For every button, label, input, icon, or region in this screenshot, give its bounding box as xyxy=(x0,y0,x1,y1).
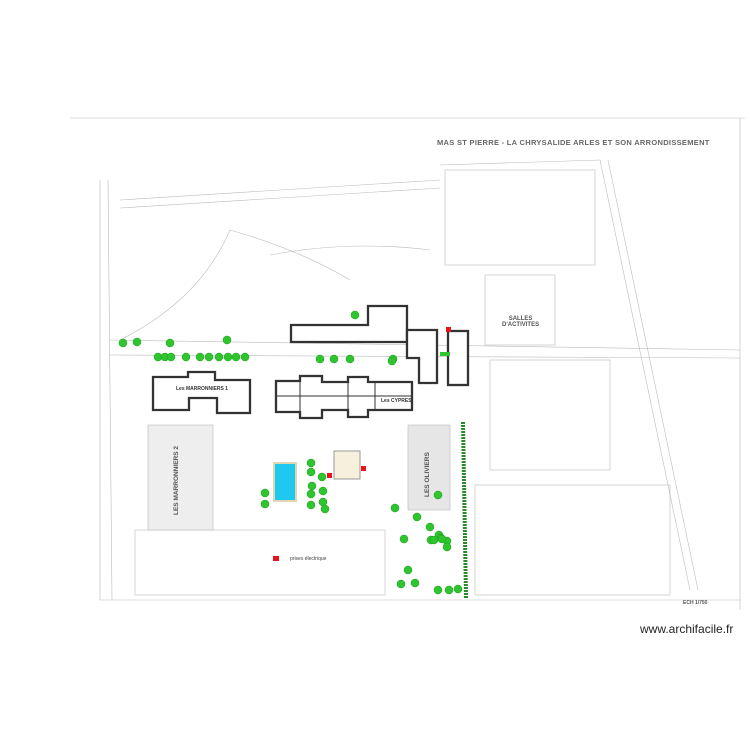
label-marronniers-2: LES MARRONNIERS 2 xyxy=(173,446,180,515)
hedge xyxy=(461,421,468,599)
connector-green xyxy=(440,352,450,356)
tree-icon xyxy=(166,352,176,362)
electric-outlet-marker xyxy=(446,327,451,332)
tree-icon xyxy=(240,352,250,362)
tree-icon xyxy=(453,584,463,594)
tree-icon xyxy=(399,534,409,544)
tree-icon xyxy=(444,585,454,595)
tree-icon xyxy=(214,352,224,362)
tree-icon xyxy=(260,499,270,509)
tree-icon xyxy=(306,500,316,510)
tree-icon xyxy=(315,354,325,364)
tree-icon xyxy=(425,522,435,532)
tree-icon xyxy=(412,512,422,522)
annex-building xyxy=(333,450,361,480)
label-cypres: Les CYPRES xyxy=(381,398,412,404)
electric-outlet-marker xyxy=(327,473,332,478)
tree-icon xyxy=(306,458,316,468)
label-salles-activites: SALLES D'ACTIVITES xyxy=(502,316,539,328)
tree-icon xyxy=(306,489,316,499)
tree-icon xyxy=(437,534,447,544)
legend-outlet-swatch xyxy=(273,556,279,561)
building-east xyxy=(405,328,439,385)
pool xyxy=(273,462,297,502)
tree-icon xyxy=(306,467,316,477)
label-salles-line1: SALLES xyxy=(508,316,533,322)
plan-title: MAS ST PIERRE - LA CHRYSALIDE ARLES ET S… xyxy=(437,138,710,147)
tree-icon xyxy=(350,310,360,320)
tree-icon xyxy=(223,352,233,362)
tree-icon xyxy=(329,354,339,364)
tree-icon xyxy=(118,338,128,348)
tree-icon xyxy=(260,488,270,498)
tree-icon xyxy=(433,585,443,595)
building-cypres-complex xyxy=(274,374,414,420)
tree-icon xyxy=(403,565,413,575)
tree-icon xyxy=(433,490,443,500)
tree-icon xyxy=(442,542,452,552)
tree-icon xyxy=(307,481,317,491)
tree-icon xyxy=(132,337,142,347)
tree-icon xyxy=(231,352,241,362)
tree-icon xyxy=(195,352,205,362)
tree-icon xyxy=(222,335,232,345)
scale-label: ECH 1/750 xyxy=(683,600,708,606)
tree-icon xyxy=(345,354,355,364)
electric-outlets xyxy=(273,327,451,561)
label-marronniers-1: Les MARRONNIERS 1 xyxy=(176,386,228,392)
tree-icon xyxy=(396,579,406,589)
tree-icon xyxy=(429,535,439,545)
tree-icon xyxy=(390,503,400,513)
legend-outlet-label: prises électrique xyxy=(290,556,327,562)
building-main xyxy=(289,304,409,344)
watermark: www.archifacile.fr xyxy=(640,622,734,636)
tree-icon xyxy=(204,352,214,362)
building-far-east xyxy=(446,329,470,387)
tree-icon xyxy=(165,338,175,348)
tree-icon xyxy=(318,486,328,496)
electric-outlet-marker xyxy=(361,466,366,471)
tree-icon xyxy=(181,352,191,362)
tree-icon xyxy=(387,356,397,366)
trees xyxy=(118,310,463,595)
tree-icon xyxy=(317,472,327,482)
outline-details xyxy=(276,376,412,418)
label-oliviers: LES OLIVIERS xyxy=(424,452,431,497)
tree-icon xyxy=(320,504,330,514)
buildings xyxy=(151,304,470,420)
tree-icon xyxy=(410,578,420,588)
tree-icon xyxy=(318,497,328,507)
background-sketch xyxy=(70,117,745,610)
label-salles-line2: D'ACTIVITES xyxy=(502,322,540,328)
building-marronniers-1 xyxy=(151,370,252,415)
